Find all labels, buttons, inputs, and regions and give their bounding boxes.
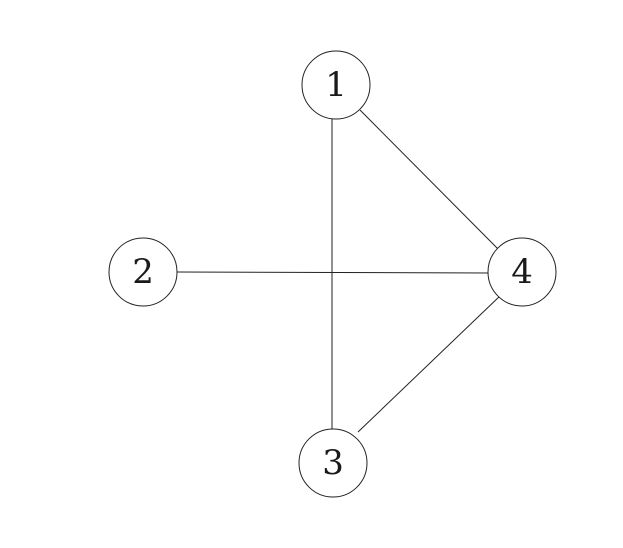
node-label: 4 [511,252,533,292]
node-1: 1 [301,50,371,120]
edge-1-4 [359,109,502,253]
node-label: 1 [325,65,347,105]
node-4: 4 [487,237,557,307]
node-2: 2 [108,237,178,307]
node-label: 3 [322,443,344,483]
edges [175,109,502,433]
node-3: 3 [298,428,368,498]
edge-3-4 [357,294,502,433]
node-label: 2 [132,252,154,292]
edge-2-4 [175,271,492,274]
